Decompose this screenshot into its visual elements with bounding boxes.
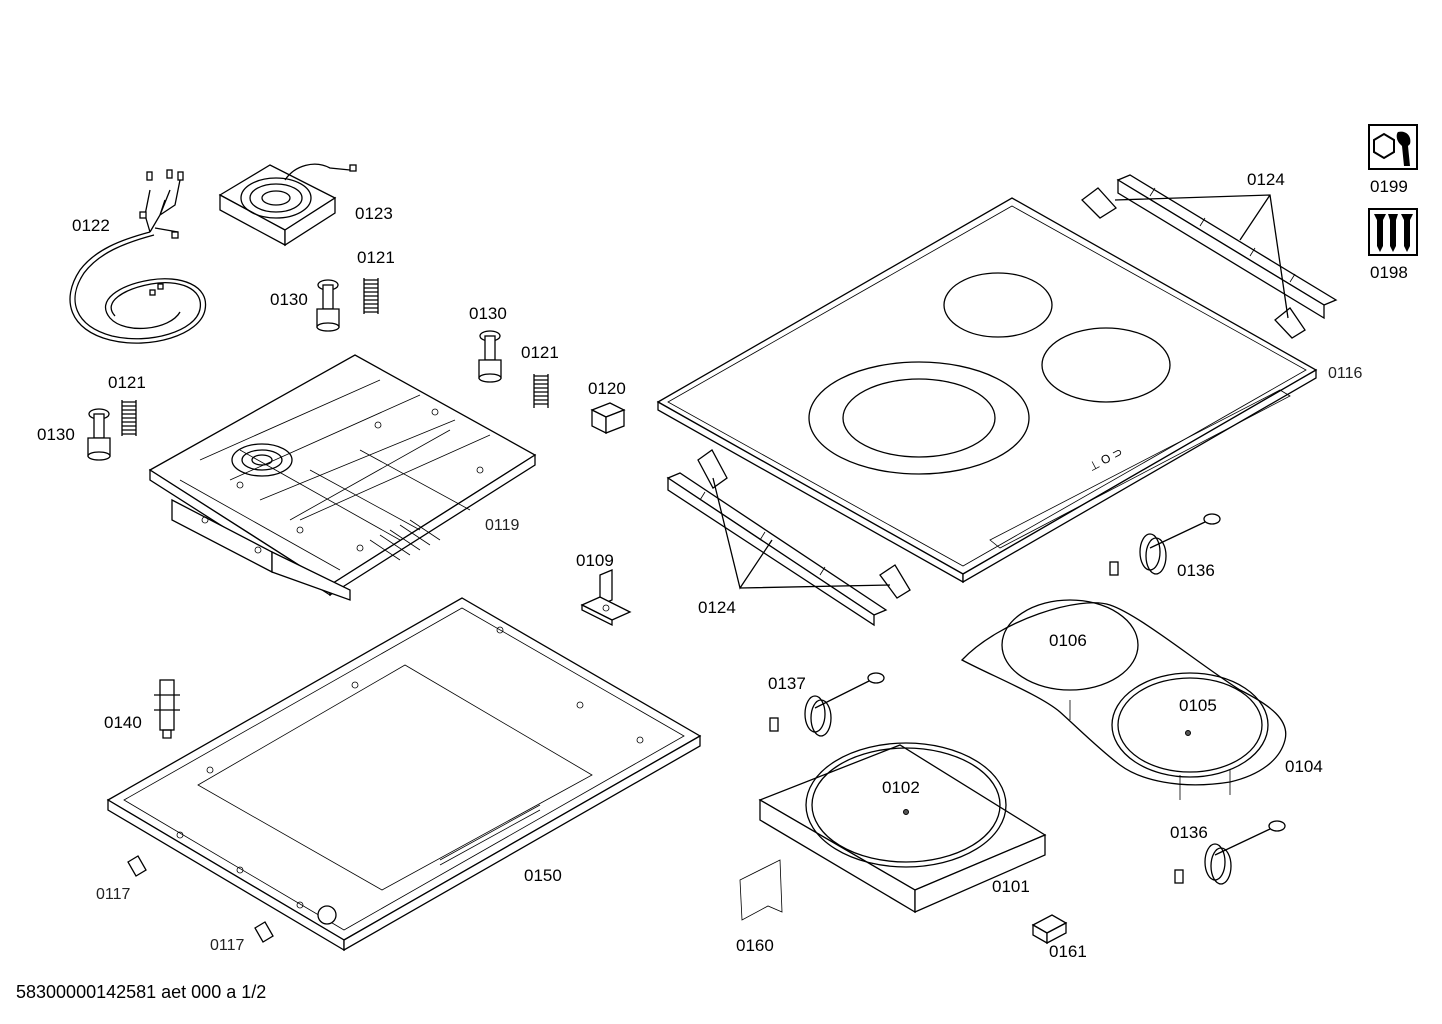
label-0198: 0198: [1370, 263, 1408, 282]
label-0117-a: 0117: [96, 886, 131, 903]
label-0109: 0109: [576, 551, 614, 570]
coil-carrier-0104: [960, 599, 1287, 800]
part-0161: [1031, 914, 1068, 945]
label-0102: 0102: [882, 778, 920, 797]
label-0130-c: 0130: [37, 425, 75, 444]
label-0121-b: 0121: [521, 343, 559, 362]
bracket-0109: [580, 569, 632, 627]
screws-icon: [1374, 214, 1413, 252]
rail-0124-bottom: [666, 449, 911, 627]
label-0116: 0116: [1328, 365, 1363, 382]
label-0122: 0122: [72, 216, 110, 235]
label-0124-top: 0124: [1247, 170, 1285, 189]
label-0130-b: 0130: [469, 304, 507, 323]
label-0105: 0105: [1179, 696, 1217, 715]
label-0161: 0161: [1049, 942, 1087, 961]
label-0106: 0106: [1049, 631, 1087, 650]
label-0121-a: 0121: [357, 248, 395, 267]
label-0137: 0137: [768, 674, 806, 693]
document-footer: 58300000142581 aet 000 a 1/2: [16, 982, 267, 1002]
label-0130-a: 0130: [270, 290, 308, 309]
wrench-nut-icon: [1373, 131, 1411, 166]
spring-0121-b: [533, 374, 549, 408]
spring-0121-a: [363, 278, 379, 314]
foot-0130-a: [316, 279, 340, 332]
label-0140: 0140: [104, 713, 142, 732]
sensor-0136-b: [1174, 820, 1286, 885]
label-0160: 0160: [736, 936, 774, 955]
label-0150: 0150: [524, 866, 562, 885]
spring-0121-c: [121, 400, 137, 436]
fan-0123: [218, 163, 357, 247]
sheet-0160: [739, 859, 783, 921]
label-0199: 0199: [1370, 177, 1408, 196]
label-0101: 0101: [992, 877, 1030, 896]
label-0136-a: 0136: [1177, 561, 1215, 580]
carrier-0119: [148, 354, 537, 601]
cable-0122: [69, 169, 207, 344]
label-0123: 0123: [355, 204, 393, 223]
screws-box: [1368, 208, 1418, 256]
label-0124-bottom: 0124: [698, 598, 736, 617]
foot-0130-c: [87, 408, 111, 461]
sensor-0137: [769, 672, 885, 737]
label-0119: 0119: [485, 517, 520, 534]
foot-0117-a: [127, 855, 147, 877]
rail-0124-top: [1081, 174, 1338, 339]
label-0120: 0120: [588, 379, 626, 398]
clip-0120: [590, 402, 626, 435]
sensor-0136-a: [1109, 513, 1221, 576]
coil-carrier-0101: [758, 742, 1047, 914]
label-0104: 0104: [1285, 757, 1323, 776]
service-kit-box: [1368, 124, 1418, 170]
fastener-0140: [154, 679, 180, 739]
label-0117-b: 0117: [210, 937, 245, 954]
label-0136-b: 0136: [1170, 823, 1208, 842]
foot-0130-b: [478, 330, 502, 383]
label-0121-c: 0121: [108, 373, 146, 392]
foot-0117-b: [254, 921, 274, 943]
frame-0150: [106, 597, 702, 952]
glass-top-0116: ⊥ O ⊃: [656, 197, 1318, 584]
